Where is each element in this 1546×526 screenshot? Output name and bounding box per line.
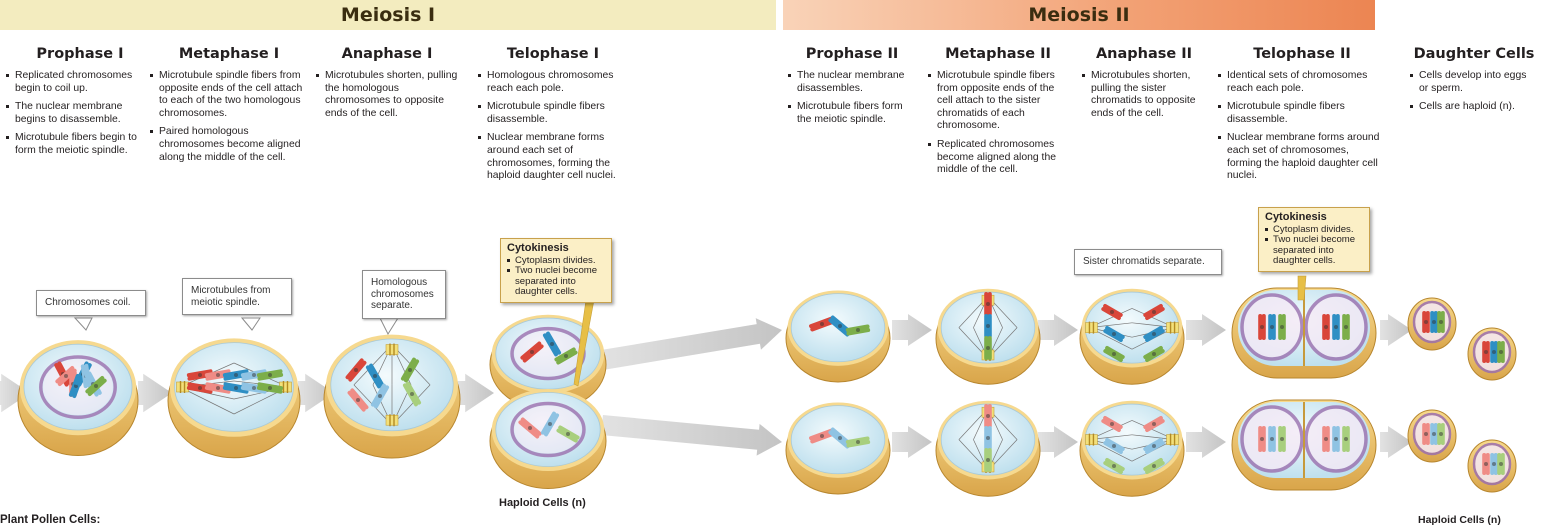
callout-homologous-separate: Homologous chromosomes separate. [362, 270, 446, 319]
process-arrow [0, 373, 30, 413]
bullet: Microtubule fibers form the meiotic spin… [788, 101, 916, 126]
bullet: Replicated chromosomes become aligned al… [928, 139, 1068, 177]
cell [1079, 288, 1185, 385]
process-arrow [138, 373, 172, 413]
daughter-cell [1407, 409, 1457, 463]
process-arrow [1186, 314, 1226, 346]
process-arrow [1038, 426, 1078, 458]
process-arrows [0, 314, 1412, 458]
process-arrow [1038, 314, 1078, 346]
bullet: Cells are haploid (n). [1410, 101, 1538, 114]
stage-telophase-i: Telophase I Homologous chromosomes reach… [478, 46, 628, 189]
stage-prophase-i: Prophase I Replicated chromosomes begin … [6, 46, 154, 164]
meiosis-i-banner: Meiosis I [0, 0, 776, 30]
bullet: The nuclear membrane disassembles. [788, 70, 916, 95]
cells [17, 275, 1517, 497]
haploid-cells-label-ii: Haploid Cells (n) [1418, 514, 1501, 526]
bullet: Microtubule fibers begin to form the mei… [6, 132, 154, 157]
stage-title: Telophase I [506, 46, 600, 62]
daughter-cell [1467, 439, 1517, 493]
cytokinesis-title: Cytokinesis [1265, 211, 1327, 223]
cell [17, 340, 139, 457]
process-arrow [892, 426, 932, 458]
bullet: Microtubules shorten, pulling the sister… [1082, 70, 1206, 120]
stage-title: Daughter Cells [1413, 46, 1535, 62]
bullet: The nuclear membrane begins to disassemb… [6, 101, 154, 126]
stage-prophase-ii: Prophase II The nuclear membrane disasse… [788, 46, 916, 132]
cell [1231, 399, 1377, 491]
stage-title: Anaphase II [1095, 46, 1193, 62]
process-arrow [1380, 314, 1412, 346]
bullet: Microtubule spindle fibers from opposite… [150, 70, 308, 120]
stage-title: Telophase II [1253, 46, 1351, 62]
stage-title: Prophase II [805, 46, 899, 62]
meiosis-ii-title: Meiosis II [1028, 4, 1130, 26]
stage-title: Anaphase I [341, 46, 433, 62]
cell [785, 290, 891, 383]
bullet: Nuclear membrane forms around each set o… [478, 132, 628, 182]
meiosis-i-title: Meiosis I [340, 4, 436, 26]
process-arrow [600, 318, 782, 370]
bullet: Replicated chromosomes begin to coil up. [6, 70, 154, 95]
process-arrow [601, 415, 782, 456]
cell [1079, 400, 1185, 497]
daughter-cell [1467, 327, 1517, 381]
cell [1231, 287, 1377, 379]
cytokinesis-box-i: Cytokinesis Cytoplasm divides.Two nuclei… [500, 238, 612, 303]
bullet: Paired homologous chromosomes become ali… [150, 126, 308, 164]
cytokinesis-box-ii: Cytokinesis Cytoplasm divides.Two nuclei… [1258, 207, 1370, 272]
bullet: Cytoplasm divides. [1265, 224, 1363, 236]
callout-sister-chromatids: Sister chromatids separate. [1074, 249, 1222, 275]
stage-telophase-ii: Telophase II Identical sets of chromosom… [1218, 46, 1386, 189]
cell [323, 334, 461, 459]
bullet: Microtubule spindle fibers disassemble. [1218, 101, 1386, 126]
bullet: Homologous chromosomes reach each pole. [478, 70, 628, 95]
callout-microtubules: Microtubules from meiotic spindle. [182, 278, 292, 315]
stage-title: Prophase I [36, 46, 124, 62]
cell [489, 389, 607, 489]
stage-title: Metaphase I [178, 46, 280, 62]
meiosis-ii-banner: Meiosis II [783, 0, 1375, 30]
callout-chromosomes-coil: Chromosomes coil. [36, 290, 146, 316]
cell [167, 338, 301, 459]
bullet: Cells develop into eggs or sperm. [1410, 70, 1538, 95]
stage-metaphase-i: Metaphase I Microtubule spindle fibers f… [150, 46, 308, 170]
bullet: Microtubule spindle fibers disassemble. [478, 101, 628, 126]
bullet: Two nuclei become separated into daughte… [507, 265, 605, 298]
daughter-cell [1407, 297, 1457, 351]
bullet: Identical sets of chromosomes reach each… [1218, 70, 1386, 95]
bullet: Two nuclei become separated into daughte… [1265, 234, 1363, 267]
cytokinesis-title: Cytokinesis [507, 242, 569, 254]
process-arrow [1380, 426, 1412, 458]
plant-pollen-cells-label: Plant Pollen Cells: [0, 514, 101, 526]
process-arrow [1186, 426, 1226, 458]
cell [785, 402, 891, 495]
stage-daughter-cells: Daughter Cells Cells develop into eggs o… [1410, 46, 1538, 120]
stage-anaphase-i: Anaphase I Microtubules shorten, pulling… [316, 46, 458, 126]
stage-title: Metaphase II [945, 46, 1051, 62]
cell [489, 314, 607, 411]
haploid-cells-label-i: Haploid Cells (n) [499, 497, 586, 509]
bullet: Cytoplasm divides. [507, 255, 605, 267]
stage-anaphase-ii: Anaphase II Microtubules shorten, pullin… [1082, 46, 1206, 126]
process-arrow [455, 373, 494, 413]
bullet: Microtubules shorten, pulling the homolo… [316, 70, 458, 120]
process-arrow [892, 314, 932, 346]
bullet: Microtubule spindle fibers from opposite… [928, 70, 1068, 133]
bullet: Nuclear membrane forms around each set o… [1218, 132, 1386, 182]
stage-metaphase-ii: Metaphase II Microtubule spindle fibers … [928, 46, 1068, 183]
process-arrow [298, 373, 334, 413]
